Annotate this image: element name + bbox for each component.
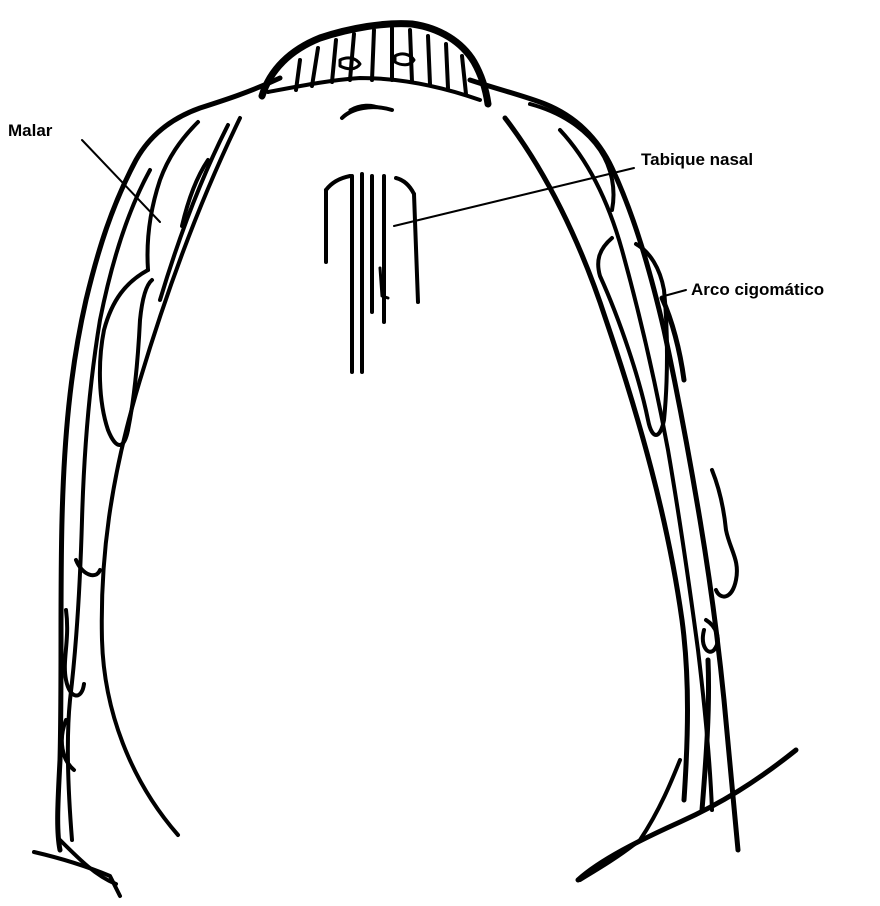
right-zygomatic-region — [530, 104, 796, 880]
label-tabique-nasal: Tabique nasal — [641, 150, 753, 169]
leader-arco-cigomatico — [664, 290, 686, 296]
leader-tabique-nasal — [394, 168, 634, 226]
nasal-septum — [326, 174, 418, 372]
dental-arch — [262, 24, 488, 118]
leader-malar — [82, 140, 160, 222]
skull-outline-right — [470, 80, 738, 850]
label-malar: Malar — [8, 121, 53, 140]
label-arco-cigomatico: Arco cigomático — [691, 280, 824, 299]
skull-outline-left — [58, 78, 280, 850]
